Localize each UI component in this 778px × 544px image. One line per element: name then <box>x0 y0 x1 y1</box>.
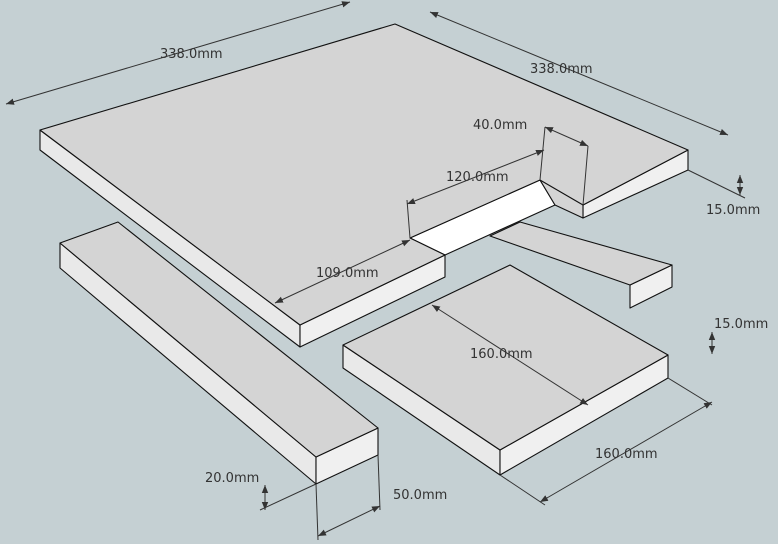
dim-bar-height: 20.0mm <box>205 471 259 486</box>
dim-plate-thickness: 15.0mm <box>714 317 768 332</box>
notch-bar <box>489 221 673 309</box>
dimension-lines <box>5 1 746 541</box>
dim-board-offset: 109.0mm <box>316 266 379 281</box>
dim-plate-depth: 160.0mm <box>470 347 533 362</box>
dim-board-thickness: 15.0mm <box>706 203 760 218</box>
long-bar <box>59 221 379 485</box>
dim-board-width: 338.0mm <box>160 47 223 62</box>
dim-plate-width: 160.0mm <box>595 447 658 462</box>
dim-bar-width: 50.0mm <box>393 488 447 503</box>
dim-board-depth: 338.0mm <box>530 62 593 77</box>
dim-notch-length: 120.0mm <box>446 170 509 185</box>
dim-notch-depth: 40.0mm <box>473 118 527 133</box>
